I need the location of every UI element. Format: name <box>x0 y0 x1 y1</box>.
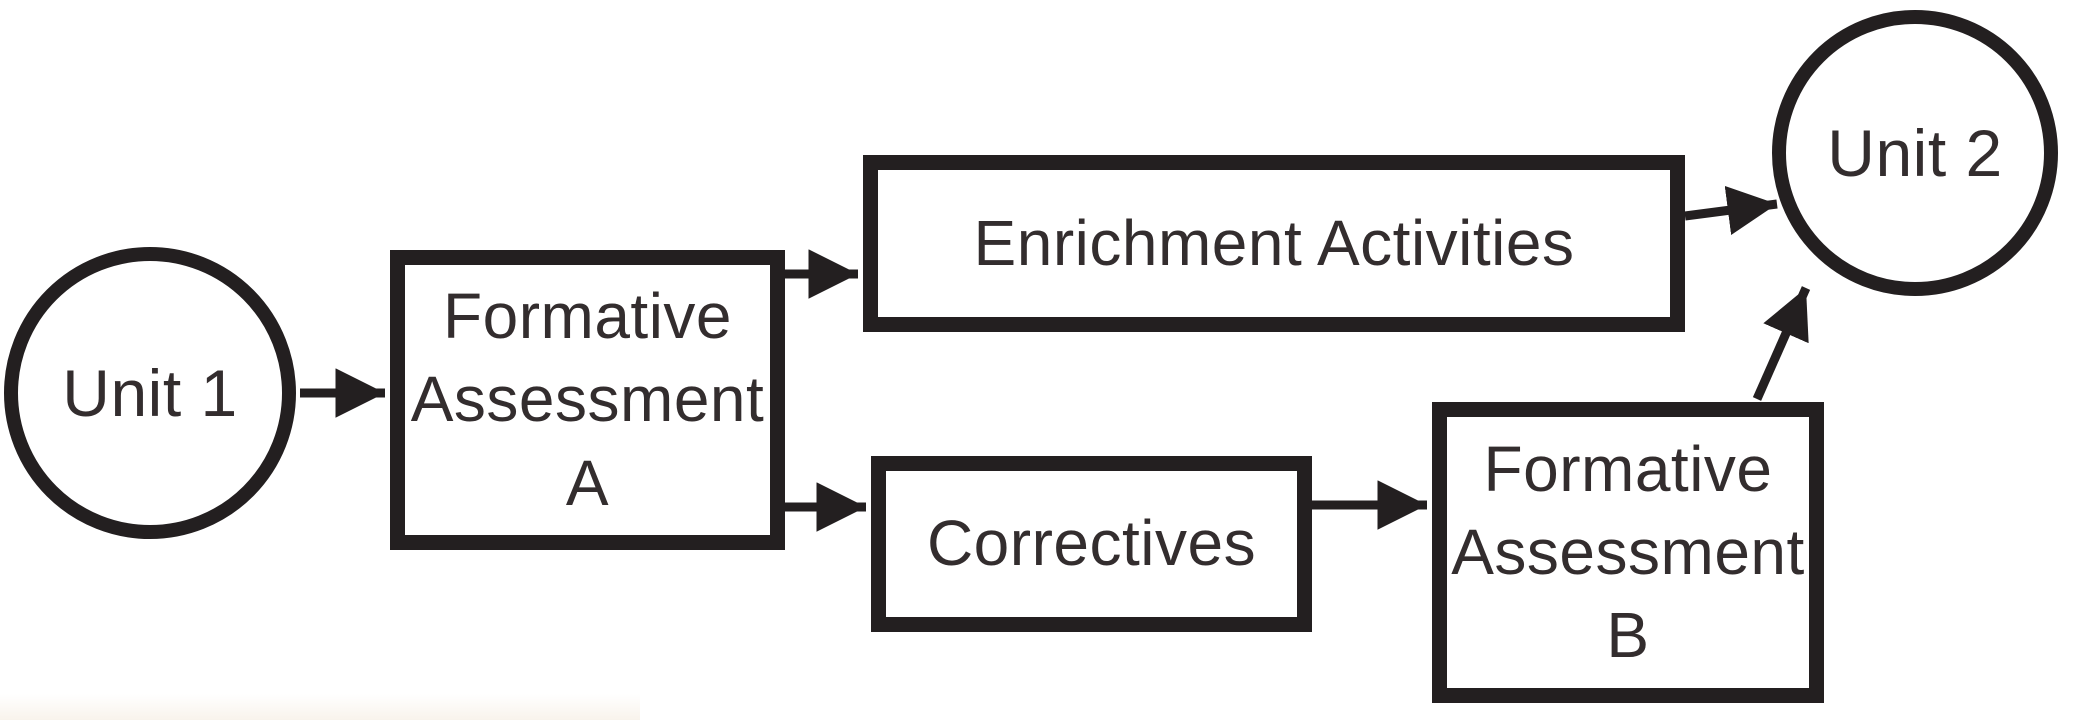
scan-artifact <box>0 694 640 720</box>
arrow-formative-b-to-unit2 <box>1752 286 1811 401</box>
node-unit-1: Unit 1 <box>4 247 296 539</box>
node-formative-assessment-b: Formative Assessment B <box>1432 402 1824 703</box>
node-unit-2: Unit 2 <box>1772 10 2058 296</box>
node-formative-assessment-a: Formative Assessment A <box>390 250 785 550</box>
node-unit-1-label: Unit 1 <box>62 356 238 430</box>
node-enrichment-activities-label: Enrichment Activities <box>973 206 1575 279</box>
arrow-enrichment-to-unit2 <box>1684 185 1778 235</box>
node-correctives-label: Correctives <box>926 507 1257 580</box>
node-unit-2-label: Unit 2 <box>1827 116 2003 190</box>
node-enrichment-activities: Enrichment Activities <box>863 155 1685 332</box>
node-formative-assessment-b-label: Formative Assessment B <box>1451 432 1805 672</box>
node-formative-assessment-a-label: Formative Assessment A <box>410 280 765 519</box>
node-correctives: Correctives <box>871 456 1312 632</box>
